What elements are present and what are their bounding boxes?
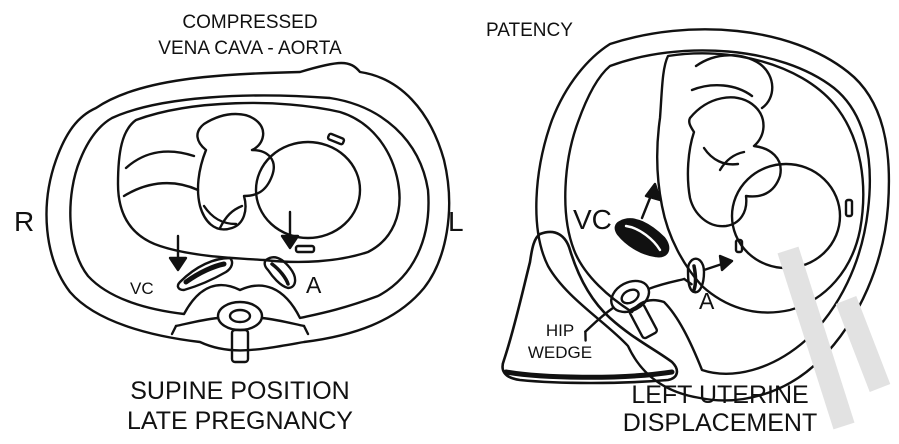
lud-patency-arrow-aorta bbox=[704, 256, 732, 270]
supine-mark-bottom bbox=[296, 246, 314, 252]
lud-caption-line1: LEFT UTERINE bbox=[610, 380, 830, 410]
hip-wedge-label-line2: WEDGE bbox=[520, 344, 600, 361]
lud-patency-arrow-vc bbox=[642, 184, 660, 218]
supine-header-line2: VENA CAVA - AORTA bbox=[120, 38, 380, 60]
supine-cross-section bbox=[47, 63, 450, 362]
lud-caption-line2: DISPLACEMENT bbox=[610, 408, 830, 438]
supine-abdominal-wall bbox=[47, 63, 450, 350]
lud-fetal-body bbox=[688, 97, 781, 226]
supine-mark-top bbox=[327, 133, 344, 145]
side-label-left: L bbox=[448, 208, 464, 236]
lud-header: PATENCY bbox=[486, 20, 573, 42]
supine-vertebra bbox=[172, 302, 308, 362]
hip-wedge-base-shadow bbox=[506, 372, 672, 377]
supine-vc-label: VC bbox=[130, 280, 154, 297]
lud-fetal-legs bbox=[692, 55, 772, 108]
lud-mark-right bbox=[846, 200, 852, 216]
supine-caption-line2: LATE PREGNANCY bbox=[110, 406, 370, 436]
hip-wedge-label-line1: HIP bbox=[540, 322, 580, 339]
supine-aorta-label: A bbox=[306, 274, 321, 297]
lud-fetal-limb bbox=[704, 148, 744, 170]
supine-inner-contour bbox=[70, 95, 428, 318]
supine-fetal-head bbox=[256, 142, 360, 238]
lud-vc-label: VC bbox=[573, 206, 612, 234]
lud-aorta-label: A bbox=[699, 290, 714, 313]
supine-fetal-legs bbox=[124, 152, 198, 196]
supine-header-line1: COMPRESSED bbox=[150, 12, 350, 34]
lud-vena-cava bbox=[616, 219, 668, 256]
supine-compression-arrow-right bbox=[282, 212, 298, 248]
side-label-right: R bbox=[14, 208, 34, 236]
supine-caption-line1: SUPINE POSITION bbox=[110, 376, 370, 406]
